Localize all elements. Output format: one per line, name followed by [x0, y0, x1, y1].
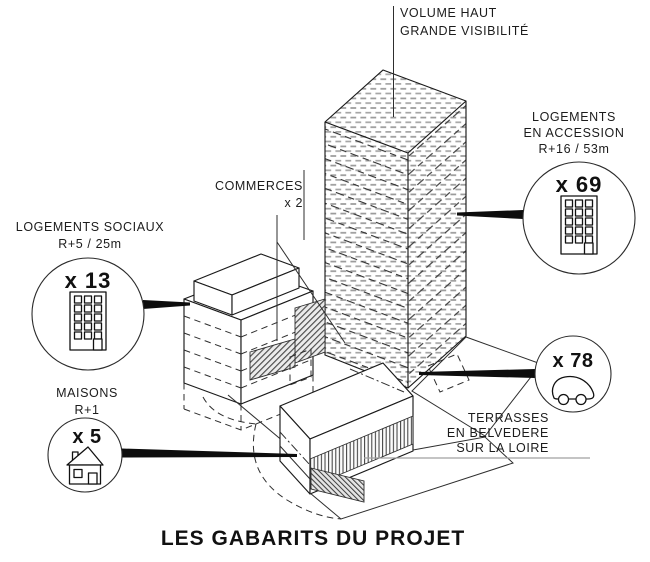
volume-haut-label-2: GRANDE VISIBILITÉ [400, 23, 529, 38]
base-crosshatch [310, 467, 365, 503]
diagram-title: LES GABARITS DU PROJET [161, 527, 465, 550]
ground-outline [202, 394, 342, 520]
parking-count: x 78 [553, 350, 594, 372]
car-icon [551, 375, 595, 406]
sociaux-count: x 13 [65, 268, 112, 293]
terrace-hatch-band [309, 415, 414, 488]
sociaux-thick-leader [143, 300, 190, 309]
house-icon [66, 446, 104, 485]
bubble-maisons: x 5 [47, 417, 123, 493]
commerces-leader-3 [276, 241, 346, 344]
maisons-thick-leader [122, 448, 297, 458]
accession-thick-leader [457, 210, 523, 219]
bubble-sociaux: x 13 [31, 257, 145, 371]
accession-label-3: R+16 / 53m [539, 142, 610, 156]
commerces-label-1: COMMERCES [215, 179, 303, 193]
annotations: VOLUME HAUT GRANDE VISIBILITÉ LOGEMENTS … [16, 6, 625, 455]
leader-lines [122, 6, 590, 459]
terrasses-label-3: SUR LA LOIRE [456, 441, 549, 455]
volume-haut-label-1: VOLUME HAUT [400, 6, 497, 20]
maisons-count: x 5 [72, 426, 101, 448]
terrasses-label-2: EN BELVEDERE [447, 426, 549, 440]
commerces-label-2: x 2 [285, 196, 303, 210]
accession-label-1: LOGEMENTS [532, 110, 616, 124]
bubble-parking: x 78 [534, 335, 612, 413]
tower-volume [324, 69, 467, 389]
maisons-label-1: MAISONS [56, 386, 118, 400]
maisons-label-2: R+1 [74, 403, 99, 417]
accession-label-2: EN ACCESSION [524, 126, 625, 140]
sociaux-label-2: R+5 / 25m [58, 237, 121, 251]
commerce-hatch-zones [249, 298, 326, 386]
terrasses-label-1: TERRASSES [468, 411, 549, 425]
quay-strip [309, 436, 514, 520]
accession-count: x 69 [556, 172, 603, 197]
parking-thick-leader [419, 369, 535, 378]
houses-block [279, 362, 414, 503]
bubble-accession: x 69 [522, 161, 636, 275]
sociaux-label-1: LOGEMENTS SOCIAUX [16, 220, 164, 234]
